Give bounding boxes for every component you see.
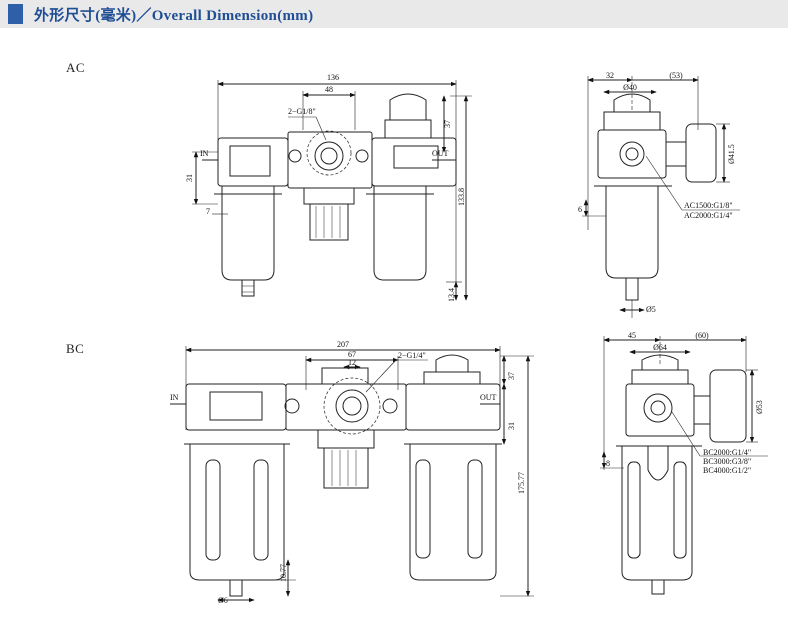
bc-dim-total-height: 175.77 xyxy=(517,472,526,494)
bc-dim-bottom: 10.77 xyxy=(279,564,288,582)
bc-dim-left-height: 31 xyxy=(507,422,516,430)
bc-port-label: 2−G1/4" xyxy=(398,351,426,360)
ac-side-dim-small: 6 xyxy=(578,205,582,214)
bc-front-view xyxy=(170,346,534,603)
ac-model-a: AC1500:G1/8" xyxy=(684,201,733,210)
ac-side-view xyxy=(582,76,740,318)
bc-dim-center-width: 67 xyxy=(348,350,356,359)
header-accent-block xyxy=(8,4,23,24)
ac-dim-small: 7 xyxy=(206,207,210,216)
page-title: 外形尺寸(毫米)／Overall Dimension(mm) xyxy=(34,8,314,24)
ac-side-gauge-dia: Ø41.5 xyxy=(727,144,736,164)
ac-port-label: 2−G1/8" xyxy=(288,107,316,116)
bc-dim-overall-width: 207 xyxy=(337,340,349,349)
ac-dim-left-height: 31 xyxy=(185,174,194,182)
ac-dim-center-width: 48 xyxy=(325,85,333,94)
bc-side-dim-left: 45 xyxy=(628,331,636,340)
ac-model-b: AC2000:G1/4" xyxy=(684,211,733,220)
ac-side-drain-dia: Ø5 xyxy=(646,305,656,314)
section-label-bc: BC xyxy=(66,341,85,356)
bc-in-label: IN xyxy=(170,393,179,402)
ac-front-view xyxy=(192,80,472,301)
bc-dim-inner-width: 12 xyxy=(348,358,356,367)
bc-side-view xyxy=(600,336,768,595)
ac-out-label: OUT xyxy=(432,149,449,158)
header-bar xyxy=(0,0,788,28)
bc-model-c: BC4000:G1/2" xyxy=(703,466,751,475)
ac-dim-overall-width: 136 xyxy=(327,73,339,82)
ac-dim-top-height: 37 xyxy=(443,120,452,128)
page-header: 外形尺寸(毫米)／Overall Dimension(mm) xyxy=(0,0,788,28)
ac-side-dim-right: (53) xyxy=(669,71,683,80)
bc-side-dim-right: (60) xyxy=(695,331,709,340)
bc-side-dia-top: Ø64 xyxy=(653,343,667,352)
ac-dim-bottom: 13.4 xyxy=(447,288,456,302)
bc-drain-dia: Ø6 xyxy=(218,596,228,605)
ac-side-dia-top: Ø40 xyxy=(623,83,637,92)
bc-model-b: BC3000:G3/8" xyxy=(703,457,751,466)
bc-side-dim-small: 8 xyxy=(606,459,610,468)
ac-dim-total-height: 133.8 xyxy=(457,188,466,206)
bc-side-gauge-dia: Ø53 xyxy=(755,400,764,414)
ac-in-label: IN xyxy=(200,149,209,158)
bc-dim-top-height: 37 xyxy=(507,372,516,380)
section-label-ac: AC xyxy=(66,60,86,75)
bc-model-a: BC2000:G1/4" xyxy=(703,448,751,457)
ac-side-dim-left: 32 xyxy=(606,71,614,80)
bc-out-label: OUT xyxy=(480,393,497,402)
